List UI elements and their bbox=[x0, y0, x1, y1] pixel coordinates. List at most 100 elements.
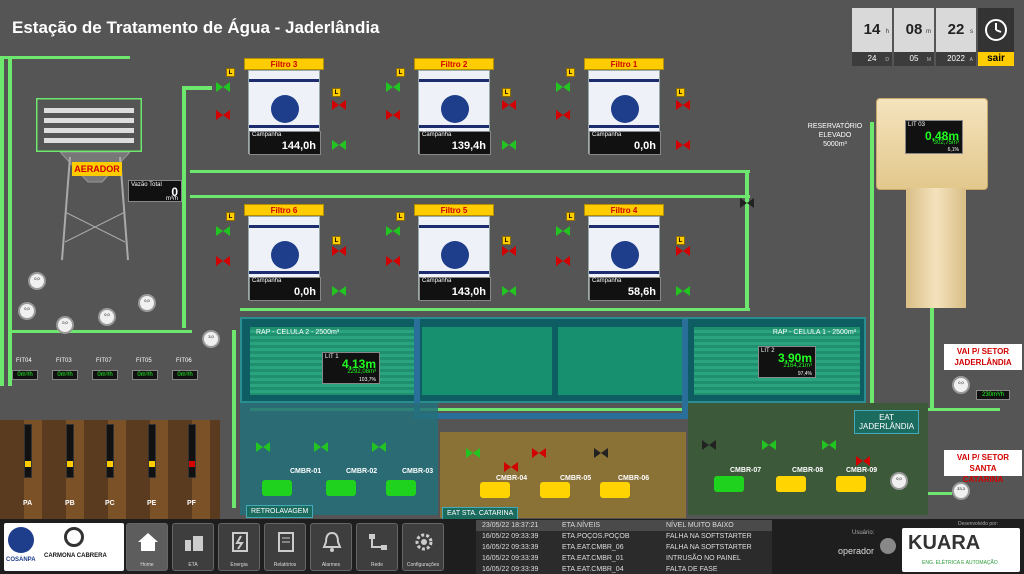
aerator-label: AERADOR bbox=[72, 162, 122, 176]
area-retrolavagem bbox=[240, 403, 438, 515]
valve-icon[interactable] bbox=[216, 256, 230, 266]
nav-home[interactable]: Home bbox=[126, 523, 168, 571]
valve-icon[interactable] bbox=[676, 140, 690, 150]
pump-cmbr-07[interactable] bbox=[714, 476, 744, 492]
cosanpa-logo-icon bbox=[271, 241, 299, 269]
cosanpa-logo-icon bbox=[271, 95, 299, 123]
well-pa[interactable] bbox=[24, 424, 32, 478]
valve-icon[interactable] bbox=[256, 442, 270, 452]
pump-cmbr-06[interactable] bbox=[600, 482, 630, 498]
pressure-gauge: 0,0 bbox=[952, 376, 970, 394]
nav-energia[interactable]: Energia bbox=[218, 523, 260, 571]
valve-icon[interactable] bbox=[386, 256, 400, 266]
valve-icon[interactable] bbox=[762, 440, 776, 450]
valve-icon[interactable] bbox=[502, 286, 516, 296]
pipe bbox=[860, 408, 1000, 411]
lit1-display: LIT 1 4,13m 2292,08m³ 103,7% bbox=[322, 352, 380, 384]
logout-button[interactable]: sair bbox=[978, 52, 1014, 66]
pump-cmbr-04[interactable] bbox=[480, 482, 510, 498]
valve-icon[interactable] bbox=[332, 100, 346, 110]
local-badge: L bbox=[226, 212, 235, 221]
valve-icon[interactable] bbox=[702, 440, 716, 450]
valve-icon[interactable] bbox=[386, 82, 400, 92]
pump-cmbr-03[interactable] bbox=[386, 480, 416, 496]
pipe bbox=[182, 88, 186, 328]
valve-icon[interactable] bbox=[502, 100, 516, 110]
nav-rede[interactable]: Rede bbox=[356, 523, 398, 571]
pump-label: CMBR-09 bbox=[846, 467, 878, 474]
valve-icon[interactable] bbox=[676, 246, 690, 256]
valve-icon[interactable] bbox=[386, 226, 400, 236]
fit-label: FIT07 bbox=[96, 358, 112, 364]
valve-icon[interactable] bbox=[386, 110, 400, 120]
nav-configuracoes[interactable]: Configurações bbox=[402, 523, 444, 571]
valve-icon[interactable] bbox=[216, 226, 230, 236]
pump-cmbr-02[interactable] bbox=[326, 480, 356, 496]
pump-cmbr-01[interactable] bbox=[262, 480, 292, 496]
pump-cmbr-05[interactable] bbox=[540, 482, 570, 498]
valve-icon[interactable] bbox=[532, 448, 546, 458]
area-eat-sta-catarina bbox=[440, 432, 686, 518]
valve-icon[interactable] bbox=[556, 110, 570, 120]
valve-icon[interactable] bbox=[556, 226, 570, 236]
well-pe[interactable] bbox=[148, 424, 156, 478]
valve-icon[interactable] bbox=[466, 448, 480, 458]
valve-icon[interactable] bbox=[314, 442, 328, 452]
pump-label: CMBR-03 bbox=[402, 468, 434, 475]
user-avatar-icon[interactable] bbox=[880, 538, 896, 554]
well-pc[interactable] bbox=[106, 424, 114, 478]
valve-icon[interactable] bbox=[372, 442, 386, 452]
valve-icon[interactable] bbox=[822, 440, 836, 450]
page-title: Estação de Tratamento de Água - Jaderlân… bbox=[12, 18, 380, 37]
valve-icon[interactable] bbox=[740, 198, 754, 208]
valve-icon[interactable] bbox=[332, 140, 346, 150]
pipe bbox=[8, 330, 192, 333]
valve-icon[interactable] bbox=[594, 448, 608, 458]
cosanpa-logo-icon bbox=[8, 527, 34, 553]
pump-label: CMBR-07 bbox=[730, 467, 762, 474]
valve-icon[interactable] bbox=[502, 246, 516, 256]
valve-icon[interactable] bbox=[856, 456, 870, 466]
pump-cmbr-09[interactable] bbox=[836, 476, 866, 492]
valve-icon[interactable] bbox=[504, 462, 518, 472]
valve-icon[interactable] bbox=[332, 246, 346, 256]
valve-icon[interactable] bbox=[676, 286, 690, 296]
pump-label: CMBR-08 bbox=[792, 467, 824, 474]
valve-icon[interactable] bbox=[556, 256, 570, 266]
valve-icon[interactable] bbox=[332, 286, 346, 296]
well-label: PB bbox=[65, 500, 75, 507]
valve-icon[interactable] bbox=[216, 110, 230, 120]
valve-icon[interactable] bbox=[216, 82, 230, 92]
well-pb[interactable] bbox=[66, 424, 74, 478]
pump-label: CMBR-06 bbox=[618, 475, 650, 482]
reservoir-tower bbox=[906, 188, 966, 308]
nav-alarmes[interactable]: Alarmes bbox=[310, 523, 352, 571]
pipe bbox=[930, 300, 934, 410]
well-pf[interactable] bbox=[188, 424, 196, 478]
nav-eta[interactable]: ETA bbox=[172, 523, 214, 571]
valve-icon[interactable] bbox=[556, 82, 570, 92]
valve-icon[interactable] bbox=[676, 100, 690, 110]
well-label: PA bbox=[23, 500, 33, 507]
pump-cmbr-08[interactable] bbox=[776, 476, 806, 492]
cosanpa-logo-icon bbox=[441, 95, 469, 123]
total-flow-display: Vazão Total 0 m³/h bbox=[128, 180, 182, 202]
pipe bbox=[240, 308, 750, 311]
nav-relatorios[interactable]: Relatórios bbox=[264, 523, 306, 571]
valve-icon[interactable] bbox=[502, 140, 516, 150]
